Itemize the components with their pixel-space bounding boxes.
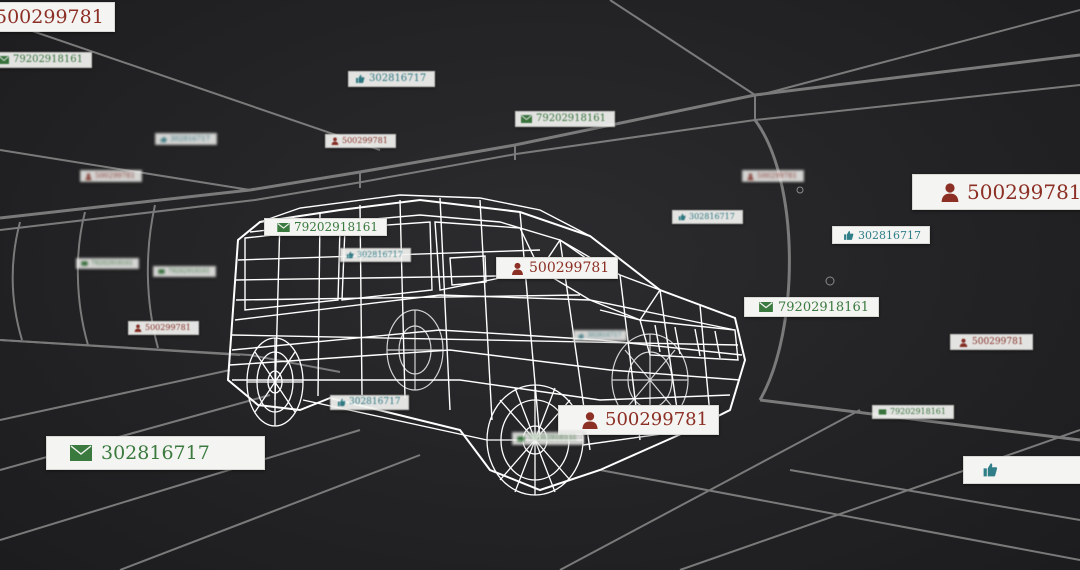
tag-thumb xyxy=(963,456,1080,484)
person-icon xyxy=(747,172,754,180)
tag-mail: 79202918161 xyxy=(872,405,954,419)
wireframe-van xyxy=(226,194,747,496)
tag-thumb-label: 302816717 xyxy=(357,250,403,259)
tag-mail-label: 79202918161 xyxy=(91,259,133,267)
tag-person-label: 500299781 xyxy=(342,136,388,145)
thumbs-up-icon xyxy=(346,251,354,259)
thumbs-up-icon xyxy=(355,74,365,84)
tag-person: 500299781 xyxy=(128,321,199,335)
thumbs-up-icon xyxy=(160,136,167,143)
tag-mail: 79202918161 xyxy=(76,258,139,269)
tag-thumb-label: 302816717 xyxy=(369,73,427,84)
tag-mail: 79202918161 xyxy=(512,432,584,445)
person-icon xyxy=(331,137,339,145)
tag-thumb: 302816717 xyxy=(155,133,218,145)
person-icon xyxy=(939,182,961,202)
person-icon xyxy=(85,172,92,180)
tag-person: 500299781 xyxy=(0,2,115,32)
tag-person: 500299781 xyxy=(325,134,396,148)
tag-mail-label: 79202918161 xyxy=(13,54,83,65)
tag-thumb: 302816717 xyxy=(573,330,628,341)
tag-person-label: 500299781 xyxy=(967,180,1080,204)
envelope-icon xyxy=(277,222,290,232)
tag-person-label: 500299781 xyxy=(605,409,709,430)
envelope-icon xyxy=(878,409,887,415)
tag-thumb: 302816717 xyxy=(340,248,411,262)
tag-person-label: 500299781 xyxy=(0,5,104,28)
tag-person-label: 500299781 xyxy=(757,171,798,180)
tag-mail-label: 302816717 xyxy=(101,441,210,464)
tag-person: 500299781 xyxy=(80,170,143,182)
thumbs-up-icon xyxy=(982,462,998,478)
person-icon xyxy=(581,411,599,429)
thumbs-up-icon xyxy=(578,332,584,339)
tag-mail-label: 79202918161 xyxy=(528,434,577,442)
person-icon xyxy=(134,324,142,332)
tag-mail: 79202918161 xyxy=(264,218,387,236)
thumbs-up-icon xyxy=(337,398,346,407)
wheel-rear xyxy=(246,337,304,427)
person-icon xyxy=(511,262,524,275)
envelope-icon xyxy=(521,115,532,123)
tag-person: 500299781 xyxy=(742,170,805,182)
tag-mail-label: 79202918161 xyxy=(168,267,210,275)
tag-thumb: 302816717 xyxy=(348,71,436,87)
tag-mail: 79202918161 xyxy=(153,266,216,277)
tag-mail-label: 79202918161 xyxy=(294,220,378,234)
envelope-icon xyxy=(517,435,525,442)
tag-thumb-label: 302816717 xyxy=(587,331,622,339)
tag-mail: 79202918161 xyxy=(744,297,879,317)
tag-person-label: 500299781 xyxy=(95,171,136,180)
tag-person: 500299781 xyxy=(558,405,720,435)
tag-person: 500299781 xyxy=(950,334,1033,350)
tag-person-label: 500299781 xyxy=(529,260,610,276)
envelope-icon xyxy=(0,56,9,64)
tag-thumb: 302816717 xyxy=(330,395,409,410)
thumbs-up-icon xyxy=(843,230,854,241)
tag-mail-label: 79202918161 xyxy=(778,299,869,315)
tag-person: 500299781 xyxy=(496,257,619,279)
tag-mail-label: 79202918161 xyxy=(890,407,946,416)
person-icon xyxy=(959,338,968,347)
tag-person: 500299781 xyxy=(912,174,1080,210)
tag-thumb-label: 302816717 xyxy=(170,134,211,143)
tag-mail: 79202918161 xyxy=(515,111,615,127)
tag-thumb-label: 302816717 xyxy=(349,397,401,407)
tag-thumb: 302816717 xyxy=(832,226,930,244)
tag-person-label: 500299781 xyxy=(145,323,191,332)
tag-mail: 302816717 xyxy=(46,436,265,470)
envelope-icon xyxy=(81,261,88,266)
envelope-icon xyxy=(759,302,773,312)
tag-mail: 79202918161 xyxy=(0,52,92,68)
tag-person-label: 500299781 xyxy=(972,336,1024,347)
envelope-icon xyxy=(69,445,93,461)
wheel-far xyxy=(386,309,689,427)
tag-mail-label: 79202918161 xyxy=(536,113,606,124)
tag-thumb-label: 302816717 xyxy=(689,212,735,221)
envelope-icon xyxy=(158,269,165,274)
thumbs-up-icon xyxy=(678,213,686,221)
tag-thumb: 302816717 xyxy=(672,210,743,224)
tag-thumb-label: 302816717 xyxy=(858,228,921,242)
